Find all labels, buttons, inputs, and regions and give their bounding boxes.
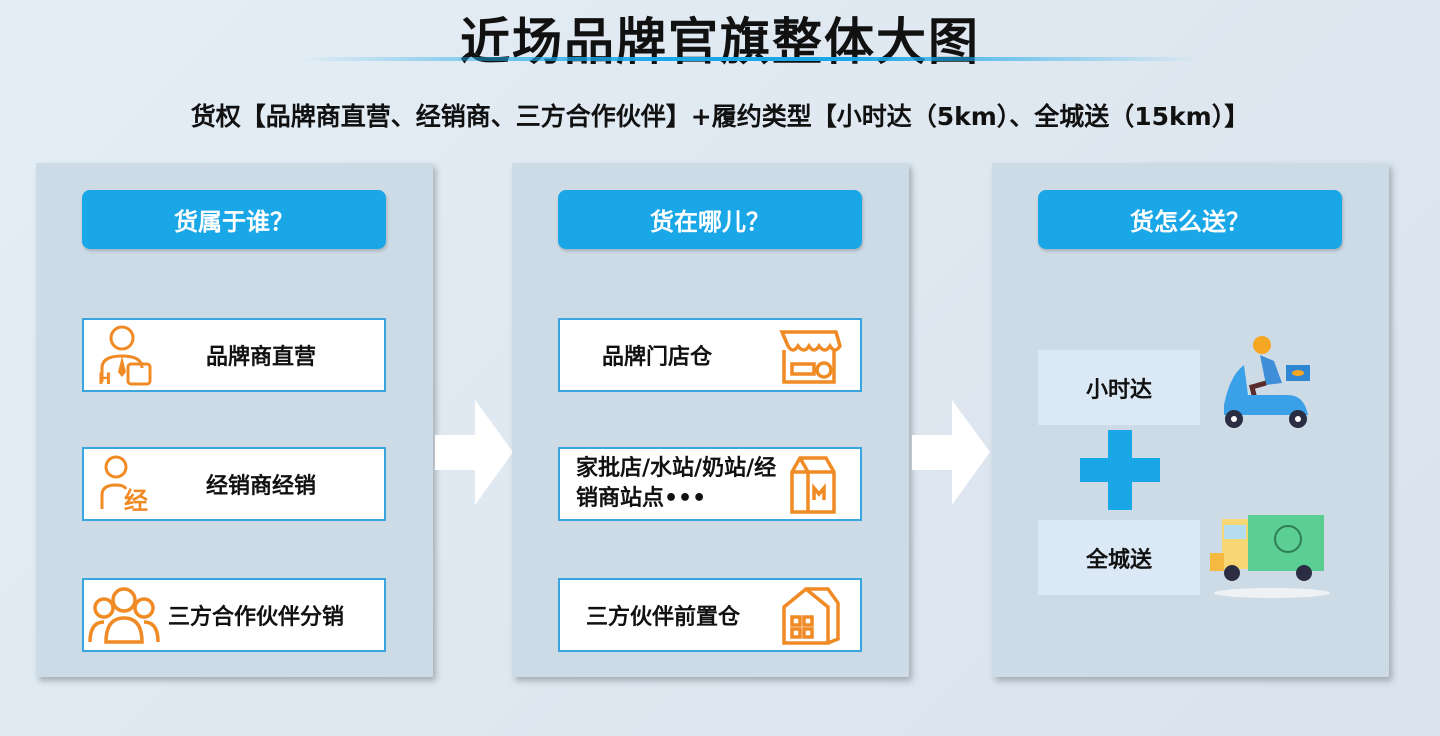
item-label: 品牌商直营: [206, 345, 317, 370]
panel-header: 货在哪儿？: [558, 190, 862, 249]
item-label: 三方合作伙伴分销: [168, 605, 345, 630]
list-item: 三方伙伴前置仓: [558, 578, 862, 652]
partner-group-icon: [88, 587, 160, 644]
title-underline: [300, 57, 1200, 61]
storefront-icon: [779, 330, 842, 384]
scooter-courier-icon: [1224, 336, 1310, 428]
plus-icon: [1080, 430, 1160, 510]
arrow-right-icon: [912, 400, 990, 505]
page-title: 近场品牌官旗整体大图: [460, 13, 980, 71]
panel-ownership: 货属于谁？ H 品牌商直营 经 经销商经销 三方合作伙伴分销: [36, 163, 433, 677]
panel-header: 货属于谁？: [82, 190, 386, 249]
milk-carton-icon: [790, 456, 836, 514]
delivery-truck-icon: [1210, 515, 1330, 598]
subtitle: 货权【品牌商直营、经销商、三方合作伙伴】+履约类型【小时达（5km）、全城送（1…: [190, 102, 1250, 131]
warehouse-icon: [782, 586, 840, 645]
list-item: 经 经销商经销: [82, 447, 386, 521]
merchant-person-icon: H: [98, 325, 152, 388]
list-item: 三方合作伙伴分销: [82, 578, 386, 652]
list-item: 品牌门店仓: [558, 318, 862, 392]
panel-location: 货在哪儿？ 品牌门店仓 家批店/水站/奶站/经销商站点••• 三方伙伴前置仓: [512, 163, 909, 677]
panel-header: 货怎么送？: [1038, 190, 1342, 249]
svg-text:经: 经: [124, 487, 148, 515]
delivery-type-citywide: 全城送: [1038, 520, 1200, 595]
arrow-right-icon: [435, 400, 513, 505]
item-label: 品牌门店仓: [602, 345, 713, 370]
panel-delivery: 货怎么送？ 小时达 全城送: [992, 163, 1389, 677]
item-label: 家批店/水站/奶站/经销商站点•••: [576, 456, 777, 511]
delivery-type-hourly: 小时达: [1038, 350, 1200, 425]
list-item: 家批店/水站/奶站/经销商站点•••: [558, 447, 862, 521]
svg-text:H: H: [98, 369, 111, 388]
list-item: H 品牌商直营: [82, 318, 386, 392]
distributor-person-icon: 经: [100, 455, 148, 515]
item-label: 三方伙伴前置仓: [586, 605, 741, 630]
item-label: 经销商经销: [206, 474, 317, 499]
